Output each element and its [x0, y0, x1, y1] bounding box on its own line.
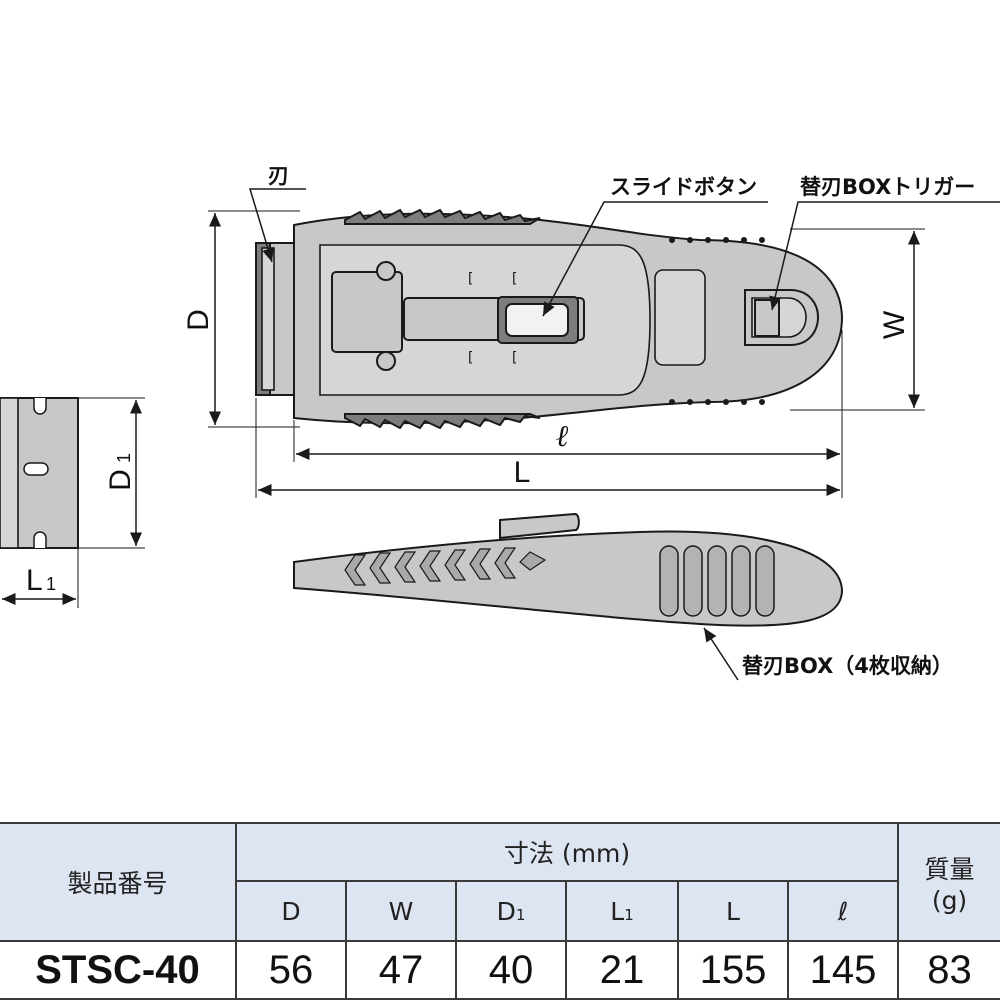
dim-label-ell: ℓ	[556, 419, 569, 454]
blade-box-label: 替刃BOX（4枚収納）	[742, 654, 953, 678]
value-cell-W: 47	[345, 940, 457, 1000]
product-number-header: 製品番号	[0, 822, 237, 942]
dim-label-D1: D 1	[104, 453, 137, 491]
svg-text:D: D	[104, 469, 137, 491]
scraper-top-view: [ [ [ [	[255, 208, 844, 430]
col-header-L: L	[677, 880, 789, 942]
value-cell-ell: 145	[786, 940, 900, 1000]
model-cell: STSC-40	[0, 940, 237, 1000]
slide-button-label: スライドボタン	[610, 175, 757, 199]
slide-button-graphic	[497, 296, 579, 344]
spec-table: 製品番号 寸法 (mm) 質量 (g) D W D1 L1 L ℓ STSC-4…	[0, 822, 1000, 1000]
leader-lines	[248, 188, 1000, 681]
value-cell-D1: 40	[455, 940, 567, 1000]
mass-header: 質量 (g)	[897, 822, 1000, 942]
blade-label: 刃	[268, 164, 289, 188]
dim-label-L1: L 1	[26, 564, 56, 597]
blade-box-trigger-label: 替刃BOXトリガー	[800, 175, 975, 199]
svg-text:L: L	[26, 564, 43, 597]
svg-text:[: [	[466, 271, 474, 287]
dim-label-D: D	[182, 309, 215, 331]
blade-side-view	[0, 397, 79, 549]
blade-box-trigger-graphic	[744, 289, 820, 346]
product-diagram: [ [ [ [	[0, 164, 1000, 681]
value-cell-D: 56	[235, 940, 347, 1000]
svg-text:[: [	[466, 350, 474, 366]
col-header-L1: L1	[565, 880, 679, 942]
col-header-D1: D1	[455, 880, 567, 942]
svg-text:[: [	[510, 271, 518, 287]
col-header-W: W	[345, 880, 457, 942]
dim-label-W: W	[878, 310, 911, 339]
svg-text:1: 1	[114, 453, 134, 463]
mass-value-cell: 83	[897, 940, 1000, 1000]
dimension-lines	[2, 210, 925, 608]
value-cell-L: 155	[677, 940, 789, 1000]
dim-label-L: L	[514, 456, 531, 489]
col-header-D: D	[235, 880, 347, 942]
value-cell-L1: 21	[565, 940, 679, 1000]
dimensions-header: 寸法 (mm)	[234, 822, 900, 882]
svg-text:1: 1	[46, 574, 56, 594]
col-header-ell: ℓ	[786, 880, 900, 942]
svg-text:[: [	[510, 350, 518, 366]
scraper-side-view	[293, 512, 844, 627]
